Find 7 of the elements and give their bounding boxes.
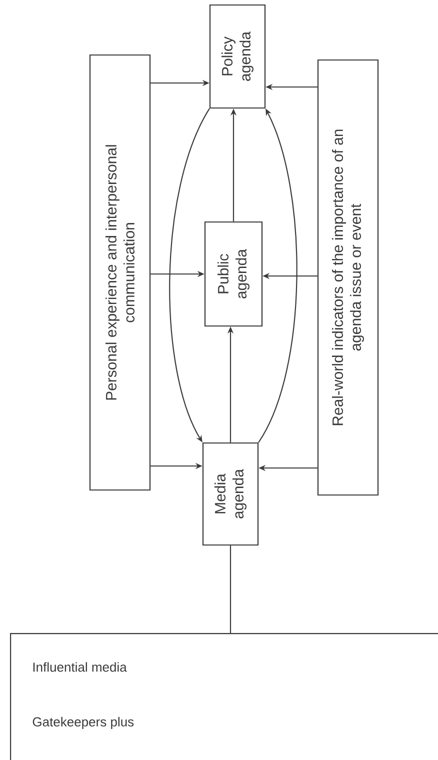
- agenda-box: Policy agenda: [209, 4, 266, 109]
- agenda-box: Public agenda: [204, 221, 263, 327]
- connector-line: [230, 546, 232, 633]
- source-box: Real-world indicators of the importance of an agenda issue or event: [317, 59, 379, 496]
- agenda-box: Media agenda: [202, 442, 259, 546]
- source-box: Personal experience and interpersonal communication: [89, 54, 151, 491]
- source-box: Influential media Gatekeepers plus: [10, 633, 438, 760]
